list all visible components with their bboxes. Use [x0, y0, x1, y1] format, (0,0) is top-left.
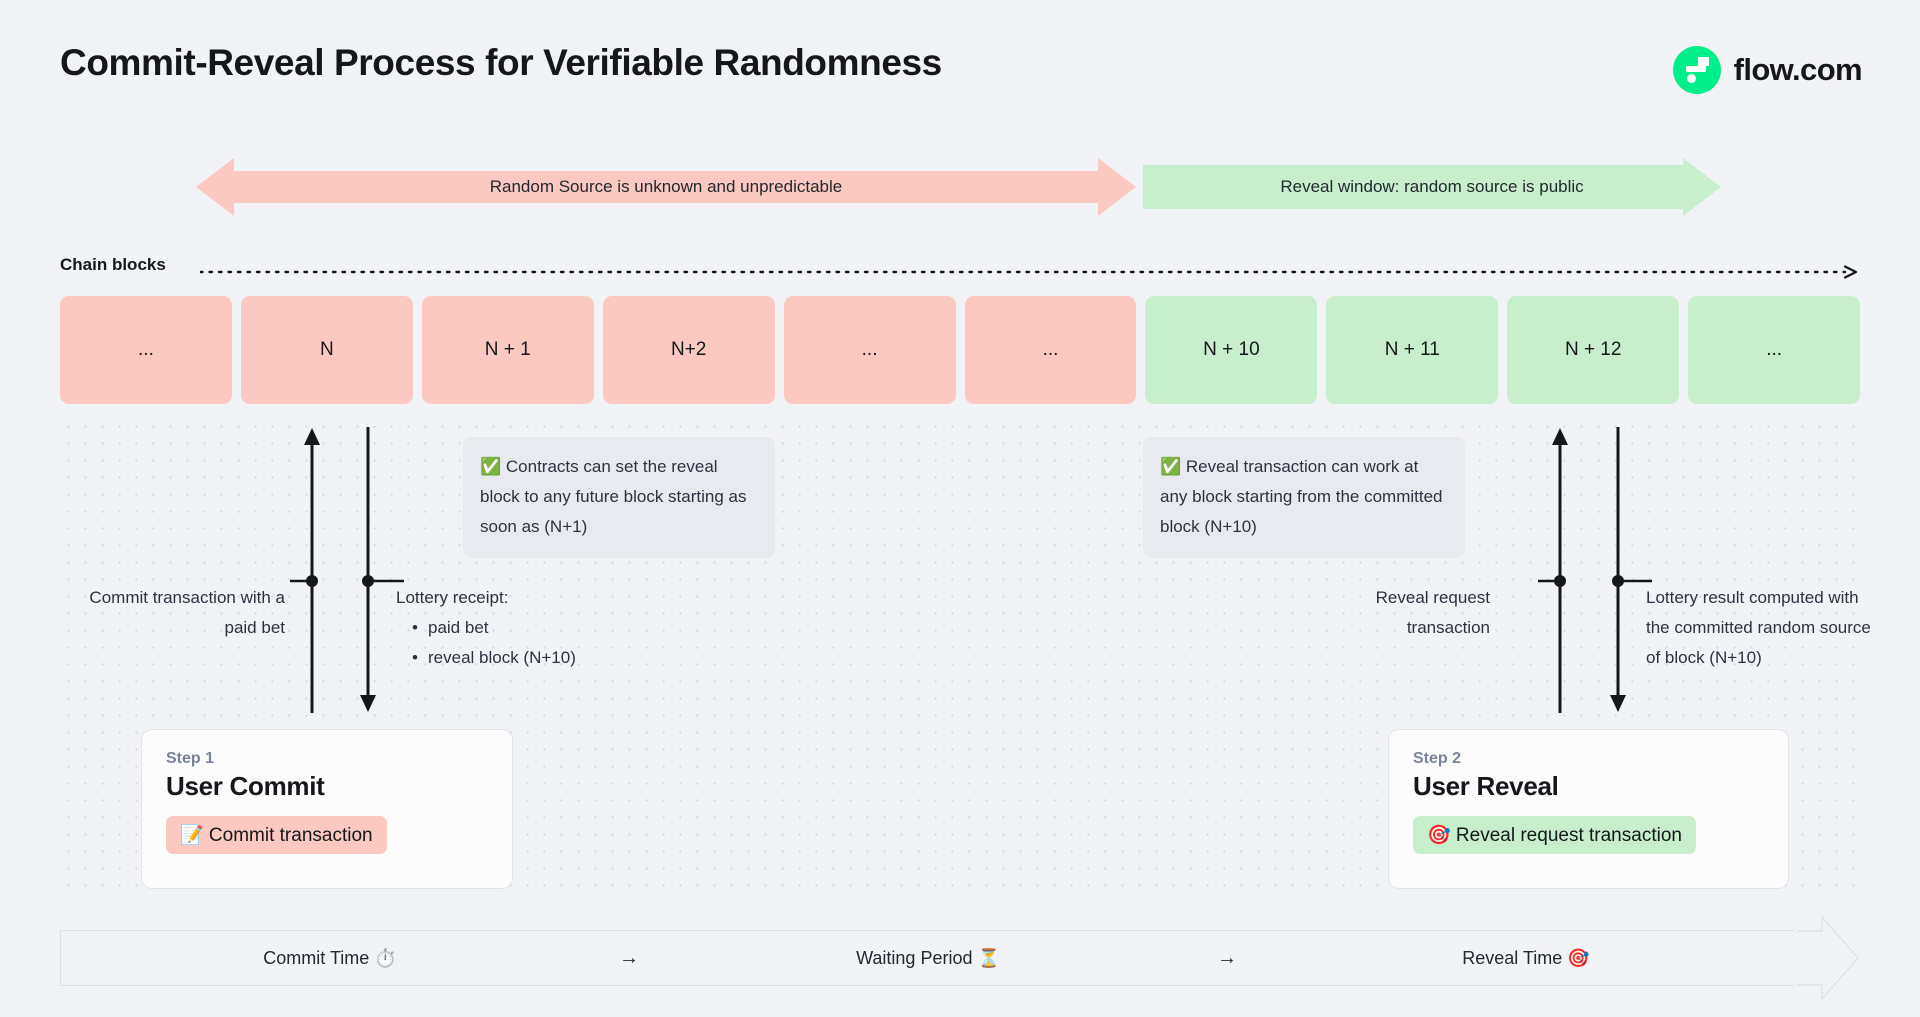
timeline-segment-waiting: Waiting Period ⏳ [856, 947, 1000, 968]
step-eyebrow: Step 1 [166, 750, 215, 767]
page-title: Commit-Reveal Process for Verifiable Ran… [60, 42, 942, 83]
receipt-down-arrow [360, 427, 404, 712]
brand-logo: flow.com [1672, 46, 1863, 94]
chain-blocks-row: ... N N + 1 N+2 ... ... N + 10 N + 11 N … [60, 296, 1861, 404]
chain-block[interactable]: N + 11 [1326, 296, 1499, 404]
flow-logo-icon [1672, 46, 1721, 94]
chain-block[interactable]: N + 12 [1507, 296, 1680, 404]
callout-reveal-transaction: ✅ Reveal transaction can work at any blo… [1143, 437, 1465, 558]
label-lottery-receipt: Lottery receipt: paid bet reveal block (… [396, 583, 676, 673]
callout-commit-reveal-block: ✅ Contracts can set the reveal block to … [463, 437, 775, 558]
commit-up-arrow [290, 428, 320, 713]
banner-unknown-label: Random Source is unknown and unpredictab… [489, 177, 843, 196]
chain-block[interactable]: N+2 [602, 296, 775, 404]
banner-reveal-window: Reveal window: random source is public [1143, 158, 1721, 216]
step-eyebrow: Step 2 [1413, 750, 1462, 767]
timeline-arrow-icon: → [1217, 946, 1237, 969]
banner-random-source-unknown: Random Source is unknown and unpredictab… [196, 158, 1136, 216]
list-item: paid bet [412, 613, 676, 643]
chain-blocks-label: Chain blocks [60, 255, 166, 274]
right-arrow-shape [1143, 158, 1721, 216]
lottery-receipt-title: Lottery receipt: [396, 588, 509, 607]
timeline-body: Commit Time ⏱️ → Waiting Period ⏳ → Reve… [60, 930, 1795, 986]
timeline-segment-reveal: Reveal Time 🎯 [1462, 947, 1590, 968]
timeline-arrow-icon: → [619, 946, 639, 969]
reveal-request-transaction-pill[interactable]: 🎯 Reveal request transaction [1413, 816, 1696, 854]
label-lottery-result: Lottery result computed with the committ… [1646, 588, 1871, 667]
lottery-receipt-list: paid bet reveal block (N+10) [396, 613, 676, 673]
phase-timeline: Commit Time ⏱️ → Waiting Period ⏳ → Reve… [60, 916, 1860, 1000]
step-card-user-commit[interactable]: Step 1 User Commit 📝 Commit transaction [141, 729, 513, 889]
chain-block[interactable]: N [240, 296, 413, 404]
timeline-end-arrow-icon [1794, 916, 1859, 1000]
chain-block[interactable]: N + 10 [1145, 296, 1318, 404]
double-arrow-shape [196, 158, 1136, 216]
timeline-segment-commit: Commit Time ⏱️ [263, 947, 397, 968]
chain-block[interactable]: ... [1688, 296, 1861, 404]
label-commit-transaction: Commit transaction with a paid bet [89, 588, 285, 637]
step-title: User Reveal [1413, 771, 1559, 801]
brand-name: flow.com [1733, 52, 1863, 87]
banner-reveal-label: Reveal window: random source is public [1280, 177, 1584, 196]
result-down-arrow [1610, 427, 1652, 712]
reveal-up-arrow [1538, 428, 1568, 713]
chain-block[interactable]: N + 1 [421, 296, 594, 404]
step-card-user-reveal[interactable]: Step 2 User Reveal 🎯 Reveal request tran… [1388, 729, 1789, 889]
label-reveal-request-transaction: Reveal request transaction [1375, 588, 1490, 637]
chain-block[interactable]: ... [783, 296, 956, 404]
chain-block[interactable]: ... [964, 296, 1137, 404]
chain-axis-arrow [200, 265, 1858, 279]
step-title: User Commit [166, 771, 325, 801]
chain-block[interactable]: ... [60, 296, 232, 404]
list-item: reveal block (N+10) [412, 643, 676, 673]
commit-transaction-pill[interactable]: 📝 Commit transaction [166, 816, 387, 854]
